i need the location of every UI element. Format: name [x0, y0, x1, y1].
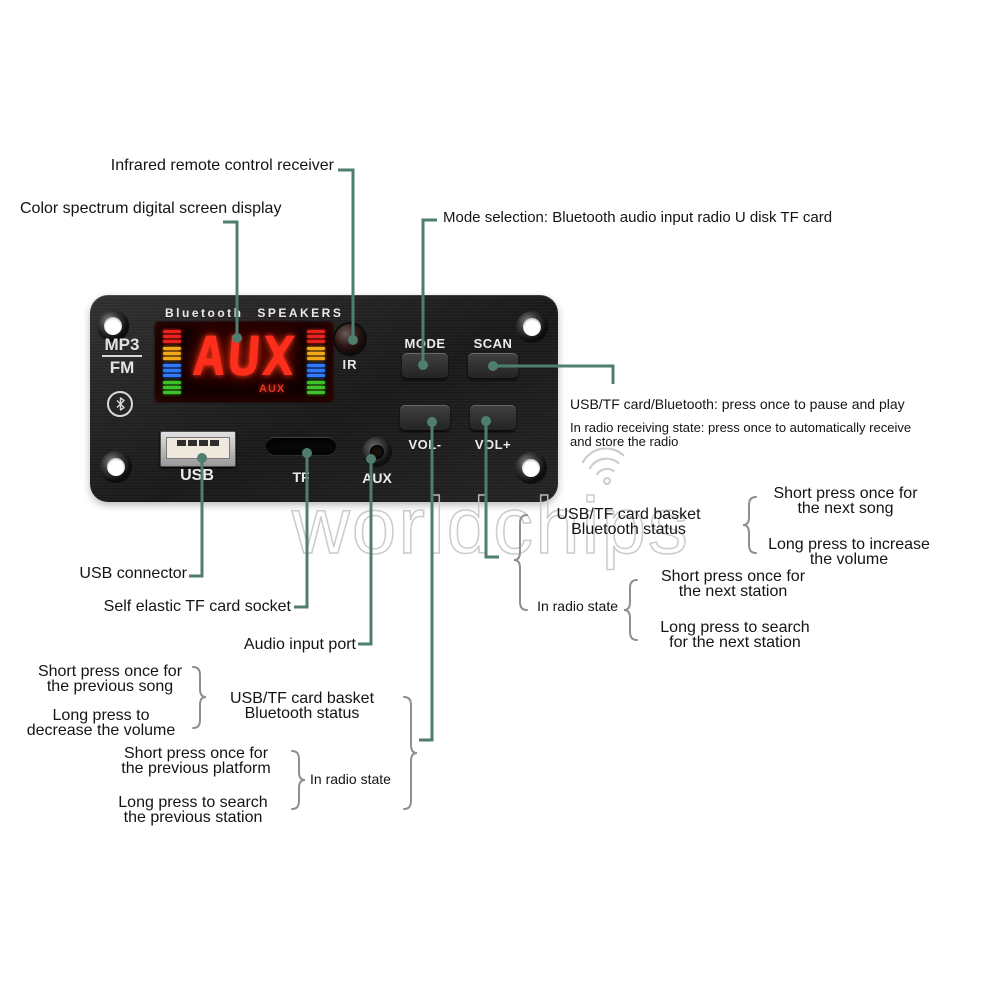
tf-card-socket: [266, 437, 336, 455]
vol-up-usb-state-line1: USB/TF card basket: [556, 506, 701, 523]
vol-down-short-line1: Short press once for: [37, 663, 183, 680]
vol-down-radio-long-line2: the previous station: [123, 809, 263, 826]
color-spectrum-display: AUX AUX: [155, 322, 333, 402]
callout-scan-line1: USB/TF card/Bluetooth: press once to pau…: [570, 396, 905, 412]
vol-up-short-line1: Short press once for: [773, 485, 918, 502]
vol-up-radio-short-line1: Short press once for: [660, 568, 806, 585]
vol-up-short-press: Short press once for the next song: [757, 485, 934, 517]
callout-scan-lines23: In radio receiving state: press once to …: [570, 421, 911, 448]
vol-down-radio-short-line2: the previous platform: [121, 760, 271, 777]
screw-hole-bottom-right: [515, 452, 547, 484]
vol-up-radio-long-line2: for the next station: [669, 634, 801, 651]
callout-scan-line3: and store the radio: [570, 433, 679, 449]
vol-up-radio-long-line1: Long press to search: [660, 619, 810, 636]
callout-scan-line2: In radio receiving state: press once to …: [570, 420, 912, 435]
volume-up-button: [470, 405, 516, 431]
vol-down-long-line1: Long press to: [52, 707, 150, 724]
vol-up-radio-long: Long press to search for the next statio…: [642, 619, 828, 651]
spectrum-bars-left: [163, 330, 181, 398]
volume-down-label: VOL-: [408, 437, 442, 452]
vol-up-radio-short: Short press once for the next station: [647, 568, 819, 600]
previous-platform-brace: [291, 750, 306, 810]
scan-button-label: SCAN: [473, 336, 513, 351]
vol-up-radio-state: In radio state: [537, 598, 618, 614]
aux-input-jack: [362, 437, 392, 467]
vol-down-long-press: Long press to decrease the volume: [8, 707, 194, 739]
fm-label: FM: [109, 358, 135, 377]
volume-down-group-brace: [403, 696, 418, 810]
volume-down-button: [400, 405, 450, 431]
callout-aux: Audio input port: [243, 636, 356, 653]
screw-hole-bottom-left: [100, 451, 132, 483]
ir-receiver: [335, 324, 365, 354]
screw-hole-top-right: [516, 311, 548, 343]
spectrum-bars-right: [307, 330, 325, 398]
vol-up-long-line1: Long press to increase: [768, 536, 930, 553]
vol-down-short-press: Short press once for the previous song: [23, 663, 197, 695]
ir-label: IR: [342, 357, 358, 372]
vol-down-radio-long-line1: Long press to search: [118, 794, 268, 811]
vol-up-long-line2: the volume: [809, 551, 889, 568]
callout-ir: Infrared remote control receiver: [110, 157, 334, 174]
vol-down-usb-state: USB/TF card basket Bluetooth status: [210, 690, 394, 722]
volume-up-label: VOL+: [474, 437, 512, 452]
mp3-fm-badge: MP3 FM: [98, 335, 146, 377]
vol-down-radio-short: Short press once for the previous platfo…: [100, 745, 292, 777]
scan-button: [468, 353, 518, 379]
vol-up-usb-state: USB/TF card basket Bluetooth status: [541, 506, 716, 538]
display-source-label: AUX: [259, 383, 286, 395]
callout-display: Color spectrum digital screen display: [20, 200, 282, 217]
vol-down-radio-long: Long press to search the previous statio…: [100, 794, 286, 826]
vol-down-usb-state-line1: USB/TF card basket: [229, 690, 375, 707]
vol-down-radio-short-line1: Short press once for: [123, 745, 269, 762]
usb-port-label: USB: [180, 467, 214, 484]
vol-up-usb-state-line2: Bluetooth status: [571, 521, 686, 538]
board-title: Bluetooth SPEAKERS: [165, 306, 344, 320]
vol-down-radio-state: In radio state: [310, 771, 391, 787]
vol-up-radio-short-line2: the next station: [678, 583, 788, 600]
usb-connector: [160, 431, 236, 467]
vol-up-long-press: Long press to increase the volume: [750, 536, 948, 568]
mode-button-label: MODE: [404, 336, 446, 351]
seven-segment-readout: AUX: [190, 325, 299, 388]
callout-mode: Mode selection: Bluetooth audio input ra…: [443, 209, 833, 226]
mp3-label: MP3: [104, 335, 140, 354]
mode-button: [402, 353, 448, 379]
mp3-decoder-board: Bluetooth SPEAKERS AUX AUX MP3 FM: [90, 295, 558, 502]
vol-down-long-line2: decrease the volume: [26, 722, 176, 739]
bluetooth-icon: [107, 391, 133, 417]
callout-tf: Self elastic TF card socket: [103, 598, 291, 615]
vol-down-usb-state-line2: Bluetooth status: [244, 705, 360, 722]
callout-usb: USB connector: [79, 565, 187, 582]
screw-hole-top-left: [97, 310, 129, 342]
vol-down-short-line2: the previous song: [46, 678, 174, 695]
next-station-brace: [623, 579, 638, 641]
vol-up-short-line2: the next song: [797, 500, 894, 517]
badge-divider: [102, 355, 142, 357]
usb-tongue: [166, 437, 230, 459]
